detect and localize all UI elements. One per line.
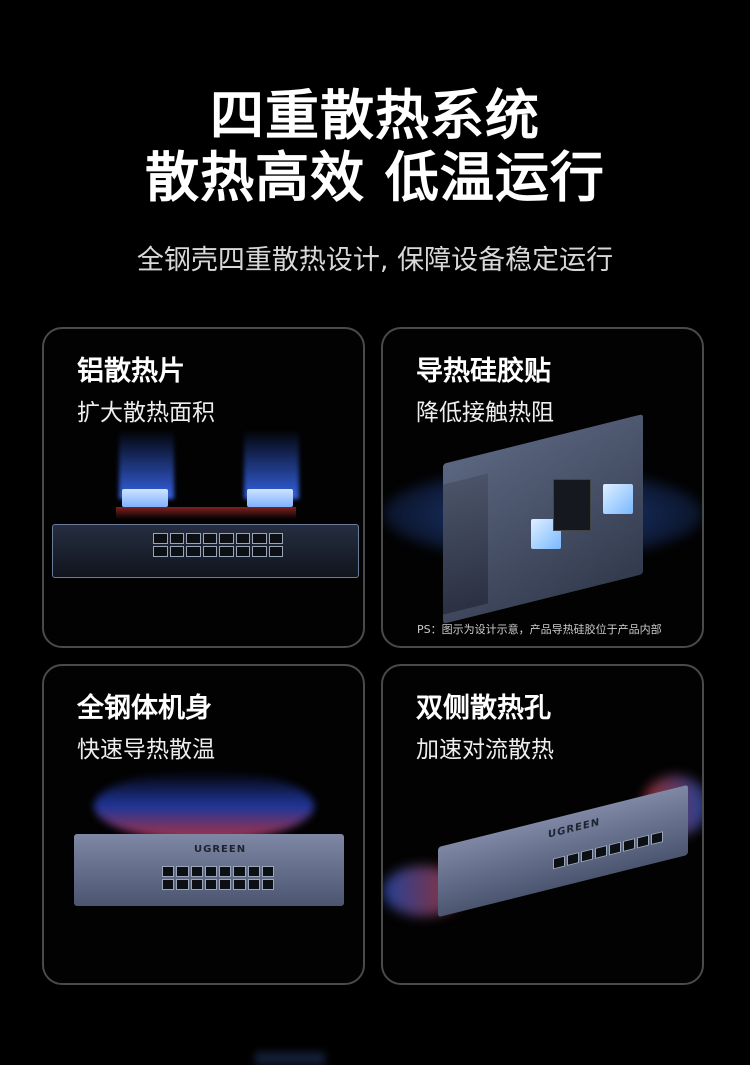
feature-card-all-steel-body: 全钢体机身 快速导热散温 UGREEN bbox=[42, 664, 365, 985]
heatsink-icon bbox=[122, 489, 168, 507]
card-title: 导热硅胶贴 bbox=[416, 356, 551, 387]
card-subtitle: 扩大散热面积 bbox=[77, 400, 215, 426]
airflow-icon bbox=[119, 429, 174, 499]
headline-subtitle: 全钢壳四重散热设计, 保障设备稳定运行 bbox=[136, 245, 614, 276]
transparent-switch-illustration bbox=[44, 329, 363, 646]
card-subtitle: 快速导热散温 bbox=[77, 737, 215, 763]
feature-card-aluminum-heatsink: 铝散热片 扩大散热面积 bbox=[42, 327, 365, 648]
card-title: 铝散热片 bbox=[77, 356, 185, 387]
feature-card-dual-side-vents: 双侧散热孔 加速对流散热 UGREEN bbox=[381, 664, 704, 985]
angled-switch-illustration: UGREEN bbox=[383, 666, 702, 983]
card-subtitle: 加速对流散热 bbox=[416, 737, 554, 763]
switch-body: UGREEN bbox=[438, 784, 688, 918]
thermal-pad-illustration bbox=[383, 329, 702, 646]
disclaimer-note: PS：图示为设计示意，产品导热硅胶位于产品内部 bbox=[417, 623, 662, 636]
heatsink-icon bbox=[247, 489, 293, 507]
headline-line-1: 四重散热系统 bbox=[210, 84, 540, 147]
switch-body: UGREEN bbox=[74, 834, 344, 906]
bottom-glow bbox=[255, 1052, 325, 1065]
airflow-icon bbox=[244, 429, 299, 499]
steel-switch-illustration: UGREEN bbox=[44, 666, 363, 983]
card-title: 全钢体机身 bbox=[77, 693, 212, 724]
brand-logo: UGREEN bbox=[548, 816, 601, 841]
card-subtitle: 降低接触热阻 bbox=[416, 400, 554, 426]
thermal-pad-icon bbox=[603, 484, 633, 514]
card-title: 双侧散热孔 bbox=[416, 693, 551, 724]
headline-line-2: 散热高效 低温运行 bbox=[145, 146, 605, 209]
brand-logo: UGREEN bbox=[194, 844, 247, 855]
feature-card-thermal-silicone-pad: 导热硅胶贴 降低接触热阻 PS：图示为设计示意，产品导热硅胶位于产品内部 bbox=[381, 327, 704, 648]
switch-body bbox=[52, 524, 359, 578]
